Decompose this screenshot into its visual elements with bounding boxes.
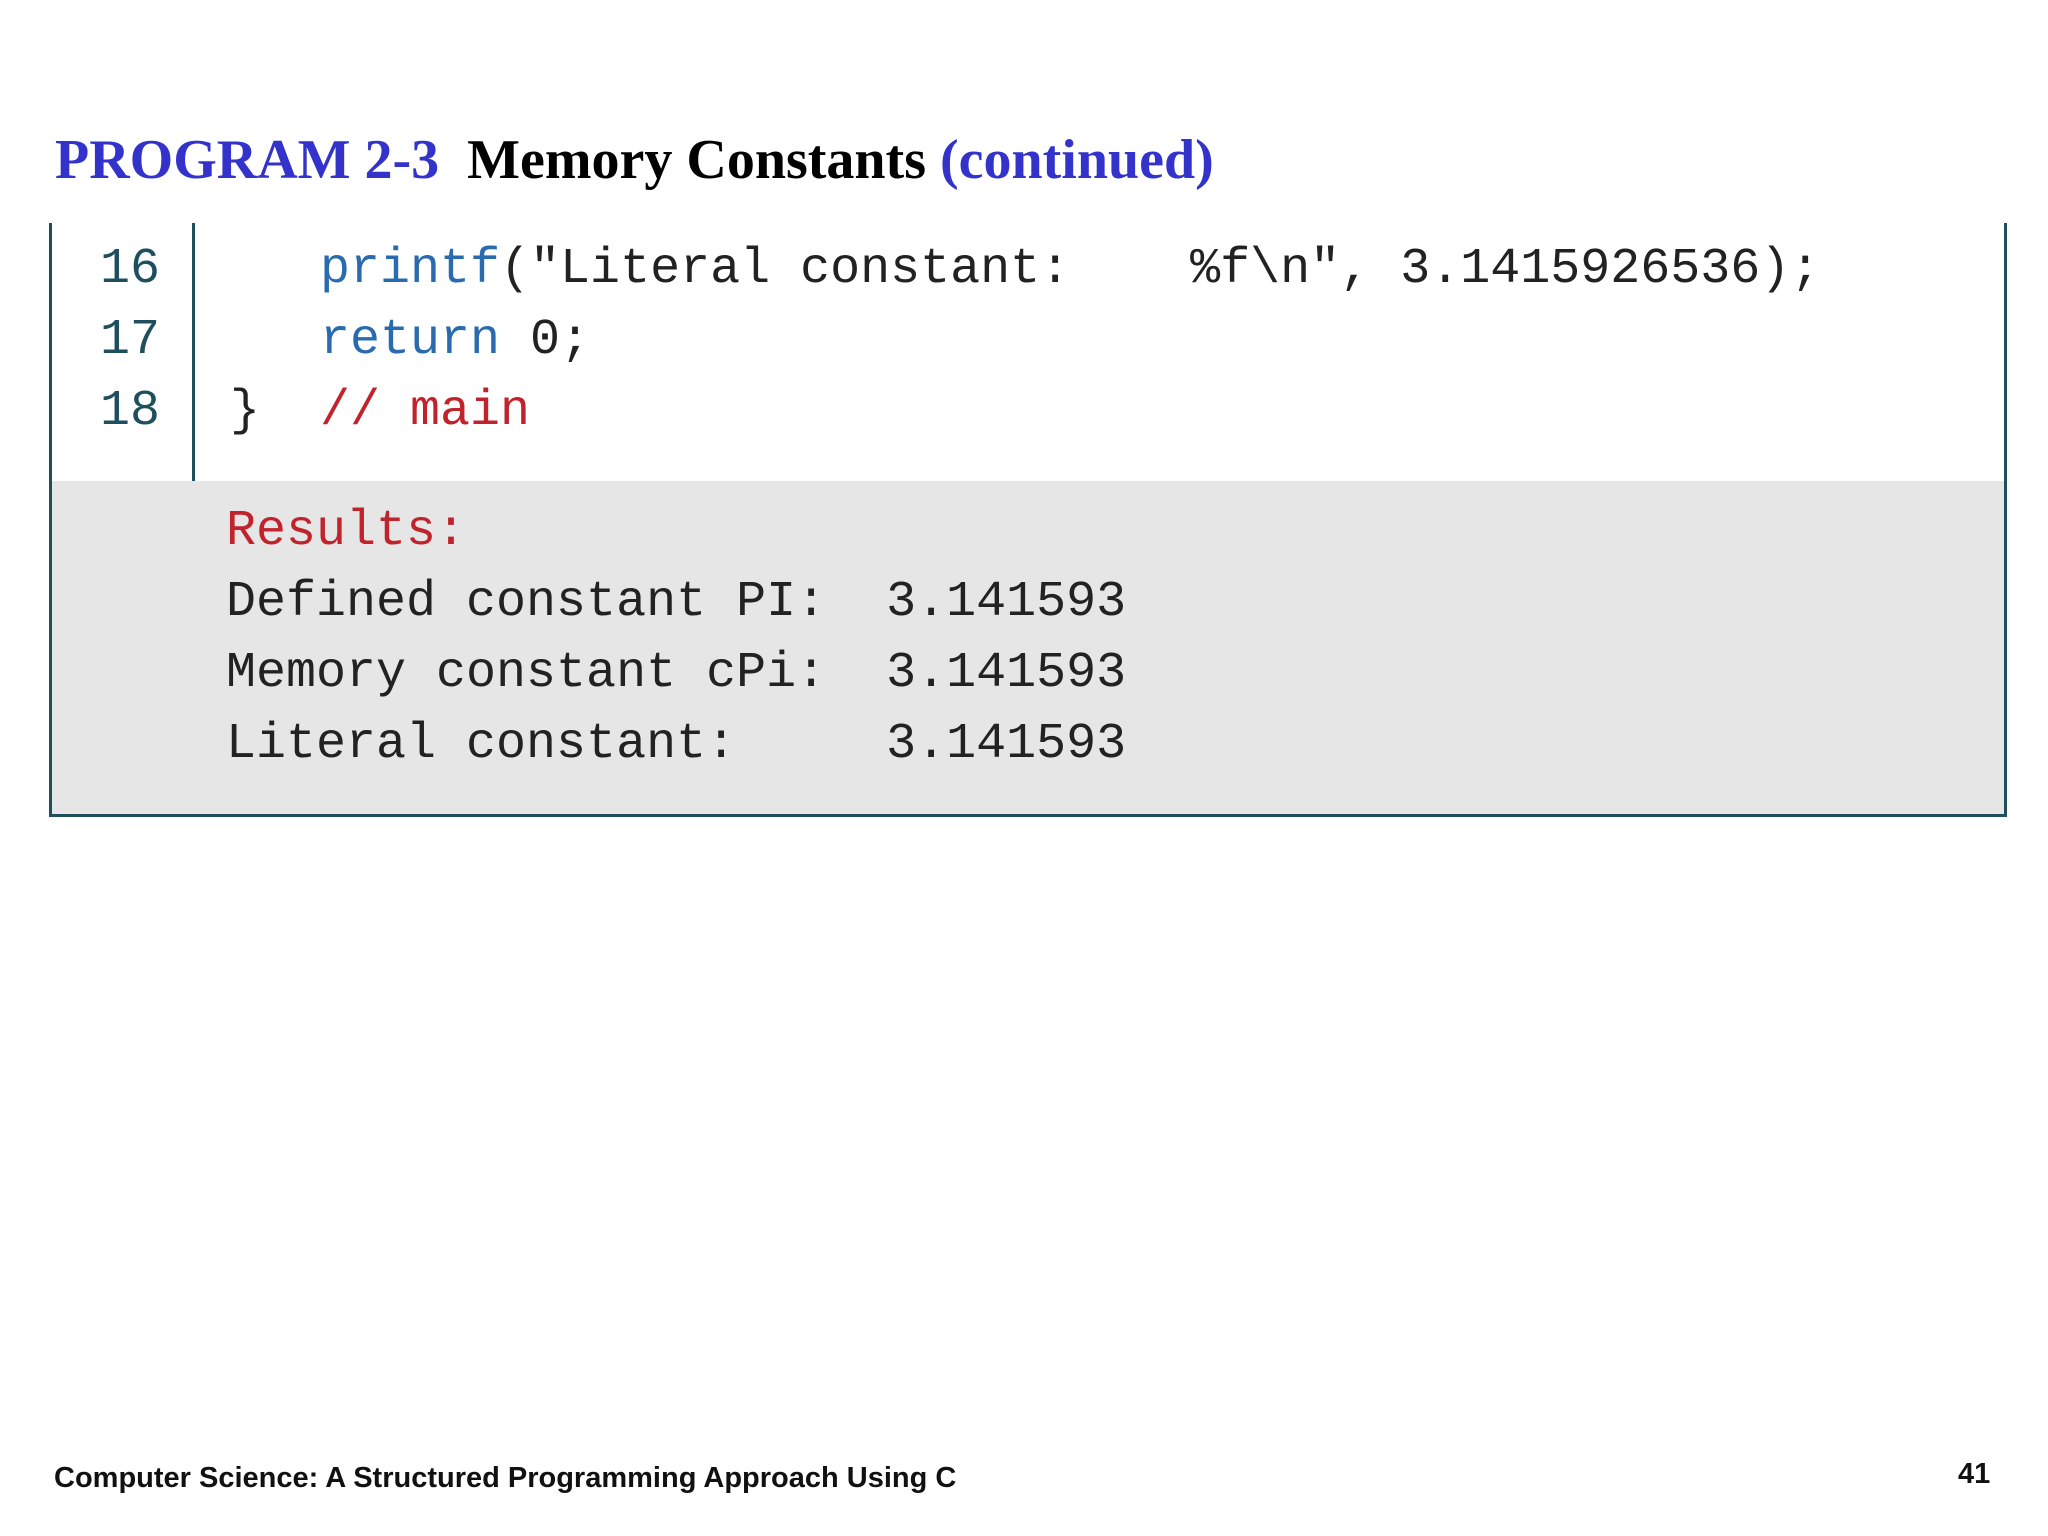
program-listing: 16 printf("Literal constant: %f\n", 3.14… <box>49 223 2007 817</box>
code-keyword: return <box>320 312 501 369</box>
results-heading: Results: <box>226 503 467 560</box>
results-panel: Results: Defined constant PI: 3.141593 M… <box>52 481 2004 814</box>
page-number: 41 <box>1958 1458 1991 1490</box>
continued-label: (continued) <box>939 129 1214 191</box>
code-panel: 16 printf("Literal constant: %f\n", 3.14… <box>52 223 2004 484</box>
result-line: Literal constant: 3.141593 <box>226 716 1127 773</box>
line-number: 17 <box>100 312 161 369</box>
code-line: printf("Literal constant: %f\n", 3.14159… <box>320 241 1821 298</box>
result-line: Defined constant PI: 3.141593 <box>226 574 1127 631</box>
line-number: 16 <box>100 241 161 298</box>
code-comment: // main <box>320 383 531 440</box>
program-label: PROGRAM 2-3 <box>55 129 440 191</box>
code-keyword: printf <box>320 241 501 298</box>
footer-book-title: Computer Science: A Structured Programmi… <box>54 1462 957 1494</box>
program-name: Memory Constants <box>467 129 926 191</box>
line-number-divider <box>192 223 195 481</box>
program-title: PROGRAM 2-3 Memory Constants (continued) <box>55 128 1214 192</box>
line-number: 18 <box>100 383 161 440</box>
code-line: } // main <box>230 383 531 440</box>
code-line: return 0; <box>320 312 591 369</box>
result-line: Memory constant cPi: 3.141593 <box>226 645 1127 702</box>
